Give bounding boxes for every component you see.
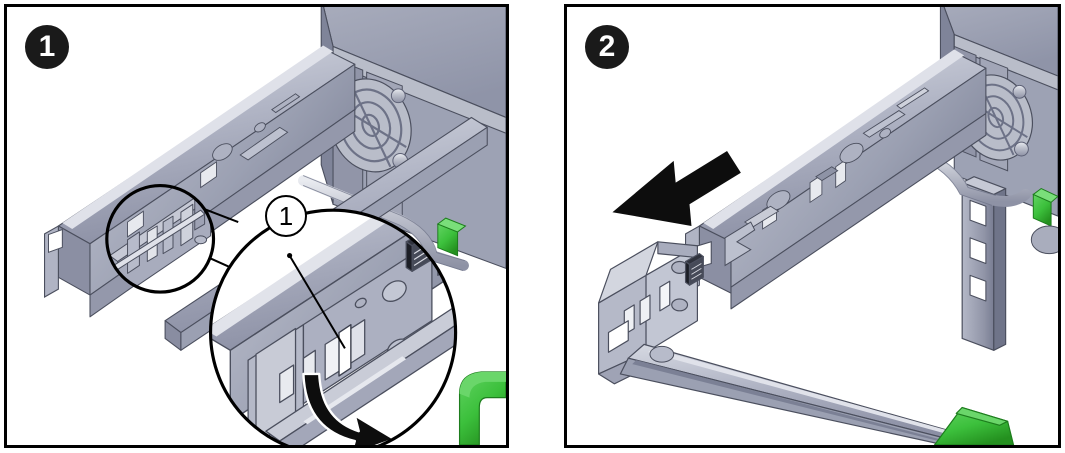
green-release-tab xyxy=(1032,187,1058,227)
rack-post xyxy=(961,176,1007,351)
green-release-handle xyxy=(458,371,506,445)
green-release-handle xyxy=(933,406,1015,445)
rail-end-cap xyxy=(44,225,63,298)
callout-1-leader-origin xyxy=(287,253,293,259)
step-badge-2: 2 xyxy=(585,25,629,69)
inner-slide-rail xyxy=(619,343,1001,445)
rail-hardware-details xyxy=(743,87,930,228)
detail-source-circle-outline xyxy=(105,183,216,294)
illustration-panel-step-2: 2 xyxy=(564,4,1061,448)
callout-1-leader xyxy=(288,255,346,349)
green-release-tab xyxy=(436,217,467,257)
rack-post-square-holes xyxy=(969,199,987,302)
detail-magnified-circle xyxy=(210,210,456,445)
rail-latch-lever xyxy=(724,221,756,267)
callout-label-1: 1 xyxy=(265,195,307,237)
removal-direction-arrow xyxy=(612,151,741,226)
fan-wire-guard xyxy=(334,83,407,168)
illustration-panel-step-1: 1 1 xyxy=(4,4,509,448)
panel-2-artwork xyxy=(567,7,1058,445)
tube-handle xyxy=(298,175,469,271)
step-badge-1: 1 xyxy=(25,25,69,69)
detail-source-circle xyxy=(109,191,212,293)
detail-magnified-circle-outline xyxy=(209,208,458,445)
rail-hardware-details xyxy=(212,93,301,161)
rail-slots xyxy=(127,161,217,238)
chassis-round-boss xyxy=(1030,225,1058,255)
curved-release-arrow xyxy=(302,372,396,445)
panel-1-artwork xyxy=(7,7,506,445)
detached-mounting-bracket xyxy=(598,241,704,385)
